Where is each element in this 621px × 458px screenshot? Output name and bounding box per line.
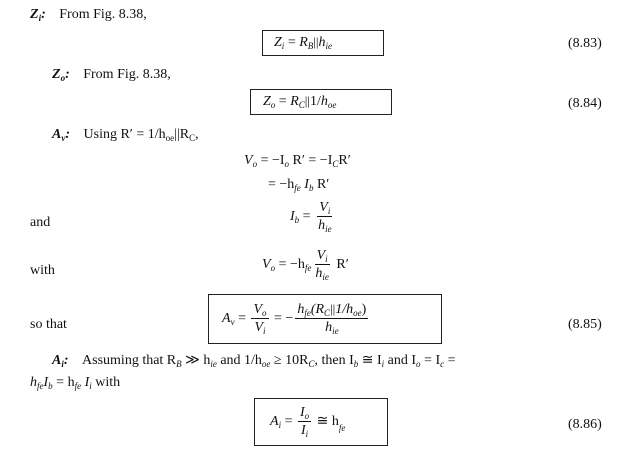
eqnum-8-85: (8.85) [568,317,602,332]
with-word: with [30,263,55,278]
av-text: Using R′ = 1/hoe||RC, [83,127,199,143]
av-formula-box [208,294,442,344]
eqnum-8-83: (8.83) [568,36,602,51]
ai-line2: hfeIb = hfe Ii with [30,375,121,391]
ai-formula-box [254,398,388,446]
zo-formula-box [250,89,392,115]
zi-text: From Fig. 8.38, [59,7,147,22]
zi-heading: Zi: From Fig. 8.38, [30,7,147,23]
zi-formula-box [262,30,384,56]
and-word: and [30,215,51,230]
zo-text: From Fig. 8.38, [83,67,171,82]
av-line2: = −hfe Ib R′ [268,177,330,193]
av-line1: Vo = −Io R′ = −ICR′ [244,153,351,169]
ai-line1: Assuming that RB ≫ hie and 1/hoe ≥ 10RC,… [82,353,456,369]
ai-heading: Ai: Assuming that RB ≫ hie and 1/hoe ≥ 1… [52,353,456,369]
sothat-word: so that [30,317,67,332]
av-heading: Av: Using R′ = 1/hoe||RC, [52,127,199,143]
zo-formula: Zo = RC||1/hoe [263,93,337,110]
zi-formula: Zi = RB||hie [274,34,332,51]
eqnum-8-86: (8.86) [568,417,602,432]
zo-heading: Zo: From Fig. 8.38, [52,67,171,83]
eqnum-8-84: (8.84) [568,96,602,111]
